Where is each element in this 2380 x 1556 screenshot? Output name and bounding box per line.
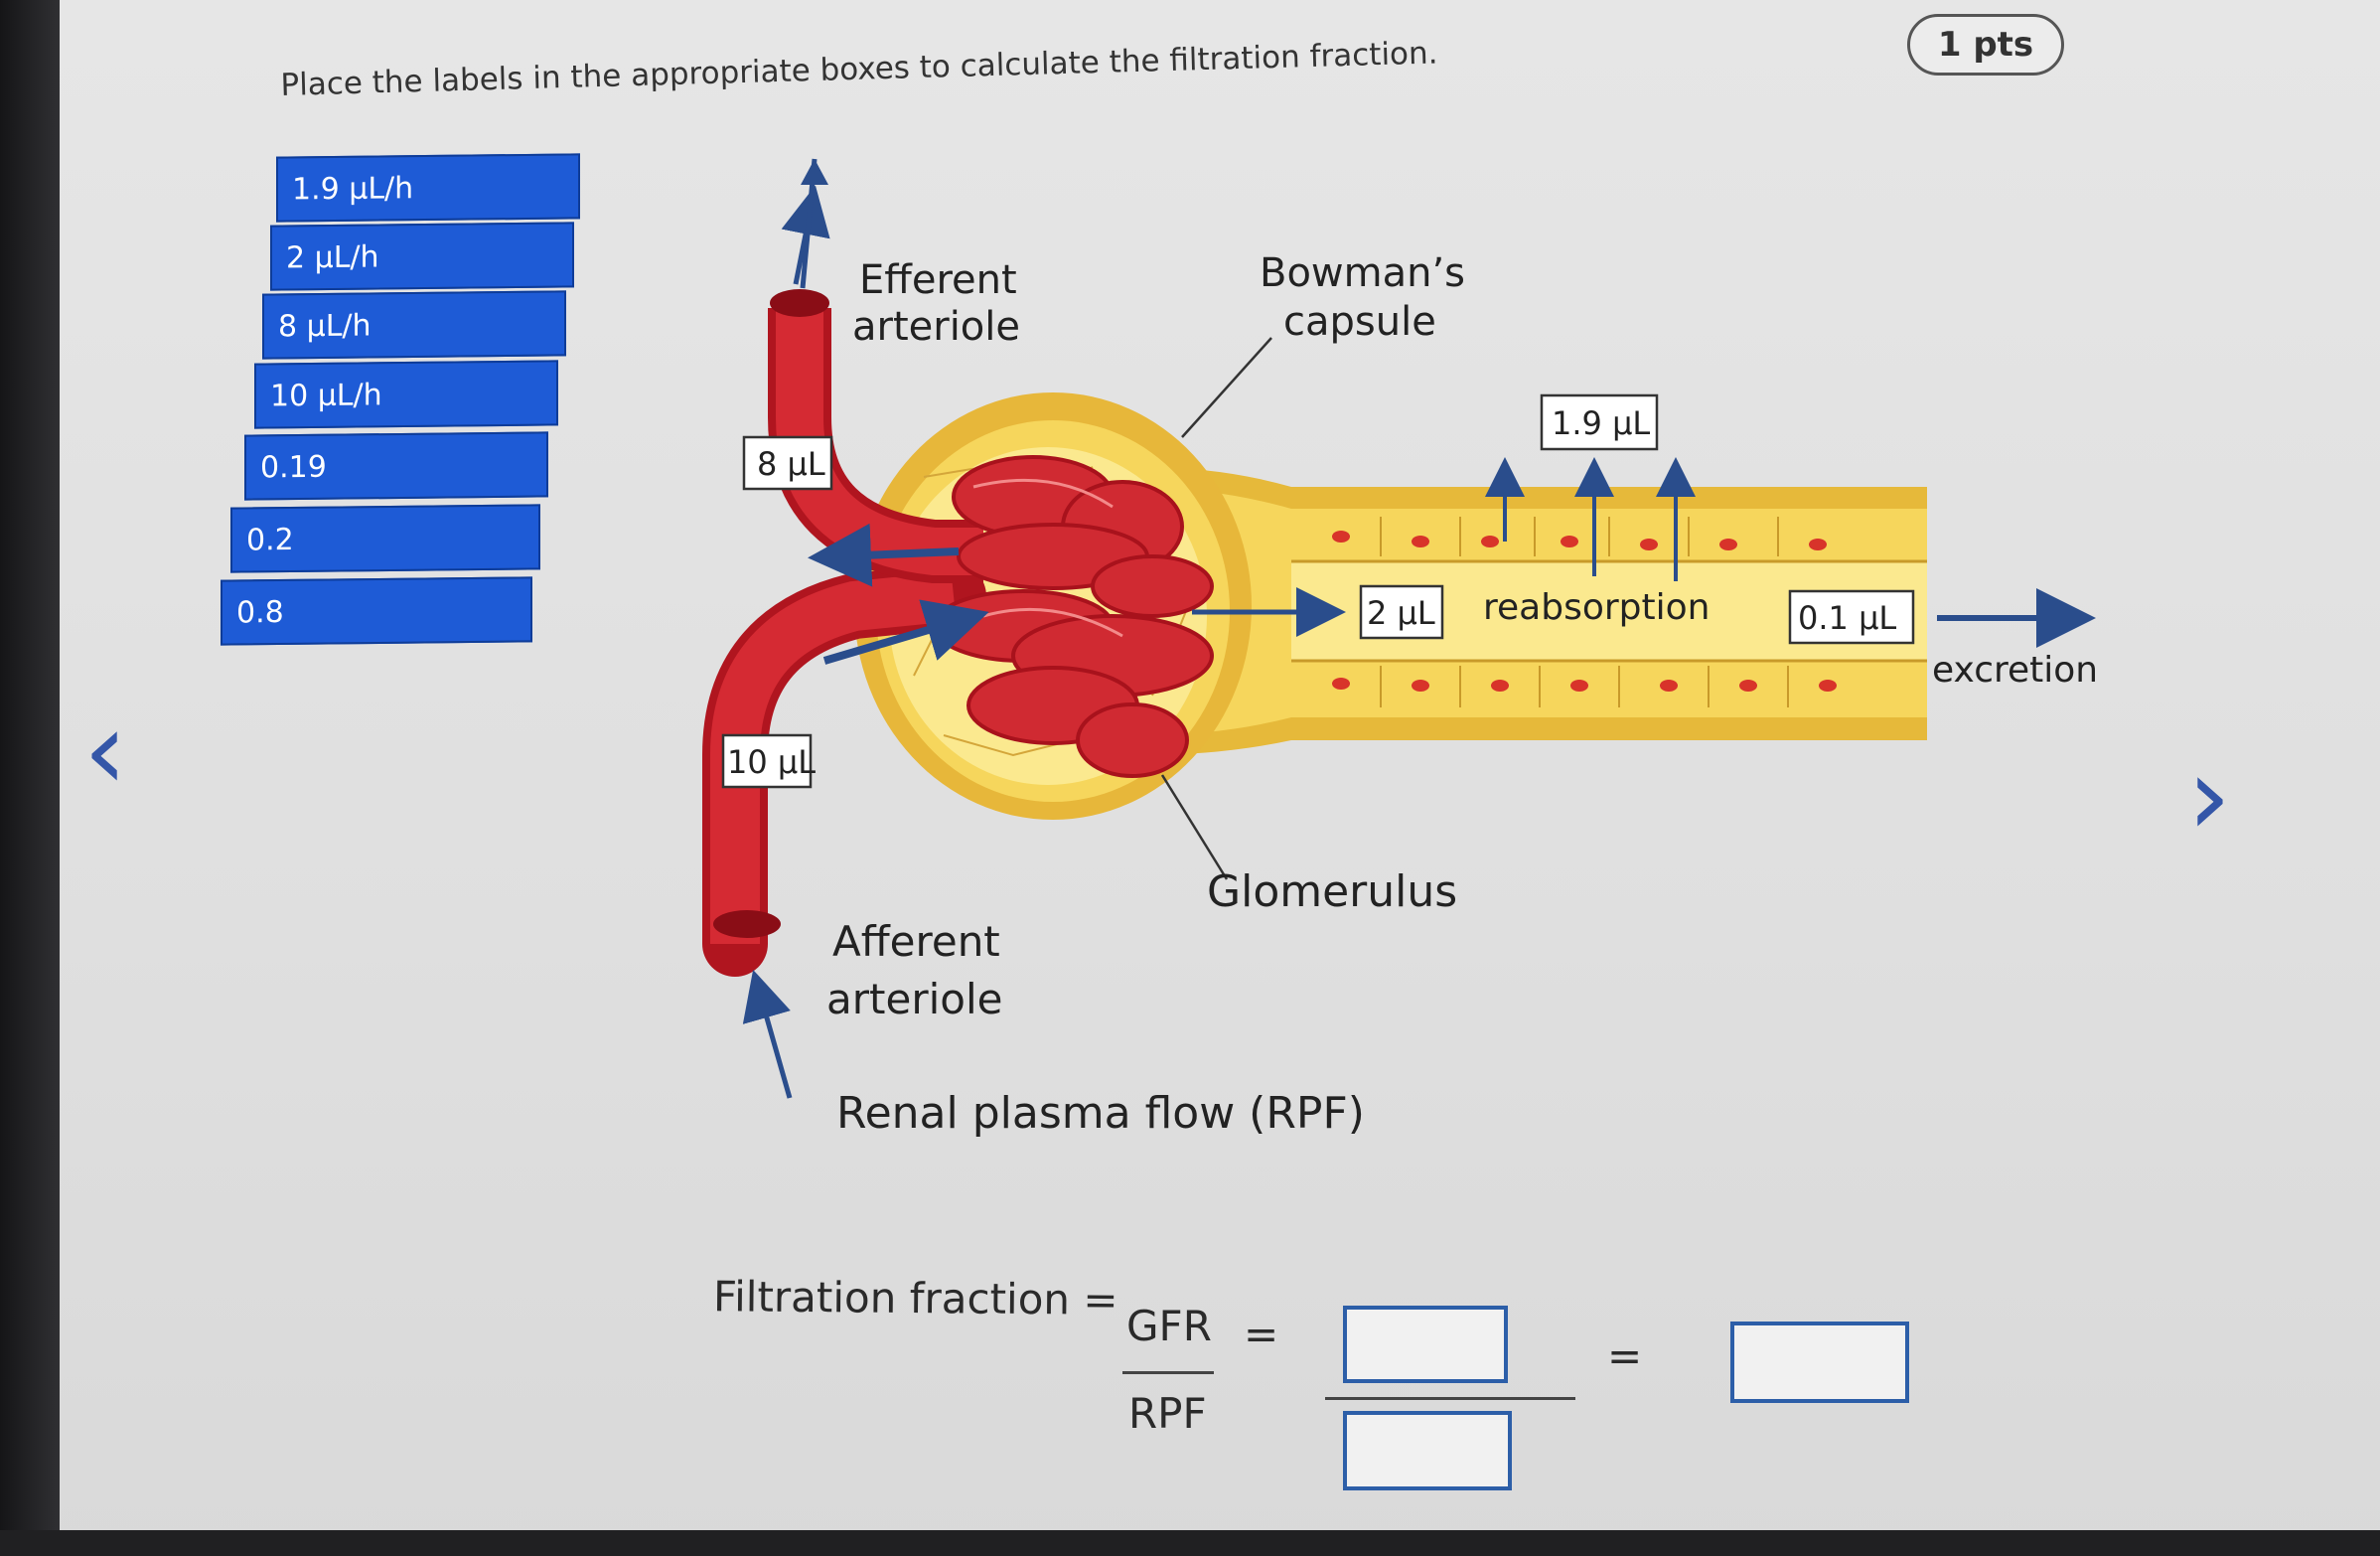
svg-text:0.1 µL: 0.1 µL xyxy=(1798,599,1896,637)
bowmans-label-line1: Bowman’s xyxy=(1260,250,1465,296)
device-bezel xyxy=(0,0,60,1556)
gfr-text: GFR xyxy=(1126,1302,1212,1350)
prev-question-button[interactable]: ‹ xyxy=(83,687,127,814)
svg-text:1.9 µL: 1.9 µL xyxy=(1552,404,1650,442)
svg-text:2 µL: 2 µL xyxy=(1367,594,1435,632)
efferent-label-line1: Efferent xyxy=(859,257,1017,303)
excreted-volume-box: 0.1 µL xyxy=(1788,589,1915,645)
svg-text:10 µL: 10 µL xyxy=(727,743,816,781)
denominator-drop-box[interactable] xyxy=(1343,1411,1512,1490)
diagram-labels: Efferent arteriole Bowman’s capsule Affe… xyxy=(826,250,2098,1139)
numerator-drop-box[interactable] xyxy=(1343,1306,1508,1383)
efferent-label-line2: arteriole xyxy=(852,304,1020,350)
glomerulus-leader-line xyxy=(1160,774,1229,880)
efferent-volume-box: 8 µL xyxy=(742,435,833,491)
rpf-text: RPF xyxy=(1128,1389,1207,1438)
gfr-rpf-fraction-line xyxy=(1122,1371,1214,1374)
equation-lhs: Filtration fraction = xyxy=(712,1272,1118,1324)
afferent-label-line1: Afferent xyxy=(832,917,1000,966)
rpf-label: Renal plasma flow (RPF) xyxy=(836,1088,1365,1139)
afferent-label-line2: arteriole xyxy=(826,975,1002,1023)
result-drop-box[interactable] xyxy=(1730,1322,1909,1403)
points-badge: 1 pts xyxy=(1907,14,2064,76)
device-bezel-bottom xyxy=(0,1530,2380,1556)
next-question-button[interactable]: › xyxy=(2187,732,2231,859)
glomerulus-label: Glomerulus xyxy=(1207,866,1457,917)
excretion-label: excretion xyxy=(1932,650,2098,691)
filtrate-volume-box: 2 µL xyxy=(1359,584,1444,640)
equals-sign-2: = xyxy=(1607,1331,1643,1380)
svg-text:8 µL: 8 µL xyxy=(757,445,825,483)
bowmans-leader-line xyxy=(1181,337,1272,438)
flow-arrows xyxy=(742,158,2096,1099)
answer-fraction-line xyxy=(1325,1397,1575,1400)
reabsorption-label: reabsorption xyxy=(1483,587,1710,628)
bowmans-label-line2: capsule xyxy=(1283,299,1436,345)
equals-sign-1: = xyxy=(1244,1310,1279,1358)
afferent-volume-box: 10 µL xyxy=(721,733,816,789)
reabsorbed-volume-box: 1.9 µL xyxy=(1540,393,1659,451)
